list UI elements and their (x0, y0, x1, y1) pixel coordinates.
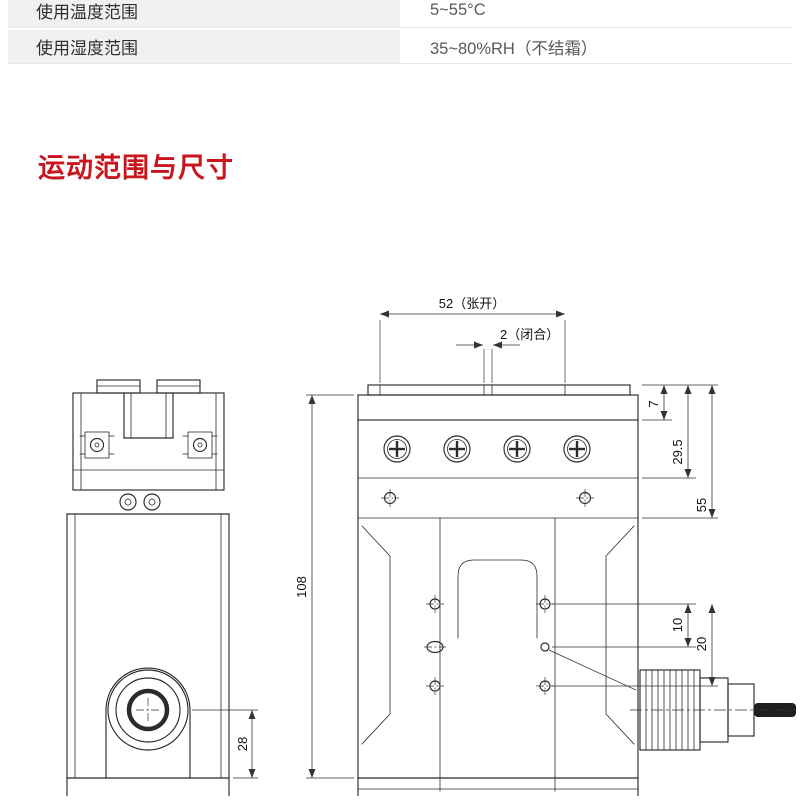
right-finger-clip (182, 431, 218, 459)
spec-label-humidity: 使用湿度范围 (8, 30, 400, 63)
section-title: 运动范围与尺寸 (38, 153, 234, 183)
front-view: 28 (66, 379, 258, 797)
dim-10-label: 10 (670, 618, 685, 632)
dim-108: 108 (294, 394, 354, 779)
screw-heads (383, 435, 591, 463)
dim-7-label: 7 (646, 400, 661, 407)
cable-gland (630, 669, 798, 751)
dim-28: 28 (192, 709, 258, 779)
dim-29-5-label: 29.5 (670, 439, 685, 464)
dim-2-closed-label: 2（闭合） (500, 327, 559, 342)
gripper-drawing-svg: 28 (66, 296, 798, 797)
side-view: 7 29.5 55 10 20 (294, 296, 798, 797)
dimension-drawing: 28 (0, 286, 800, 797)
table-row: 使用温度范围 5~55°C (8, 0, 792, 28)
dim-28-label: 28 (235, 737, 250, 751)
dim-20-label: 20 (694, 637, 709, 651)
top-dimensions: 52（张开） 2（闭合） (379, 296, 566, 383)
dim-52-open-label: 52（张开） (439, 296, 505, 311)
cable (754, 703, 796, 717)
table-row: 使用湿度范围 35~80%RH（不结霜） (8, 30, 792, 64)
spec-value-humidity: 35~80%RH（不结霜） (400, 30, 792, 63)
dim-108-label: 108 (294, 576, 309, 598)
nut-outer-circle (107, 669, 189, 751)
right-dimensions: 7 29.5 55 10 20 (552, 384, 718, 687)
dim-55-label: 55 (694, 498, 709, 512)
spec-value-temperature: 5~55°C (400, 0, 792, 27)
left-finger-clip (79, 431, 115, 459)
spec-table: 使用温度范围 5~55°C 使用湿度范围 35~80%RH（不结霜） (8, 0, 792, 66)
spec-label-temperature: 使用温度范围 (8, 0, 400, 27)
nut-bore (126, 688, 170, 732)
